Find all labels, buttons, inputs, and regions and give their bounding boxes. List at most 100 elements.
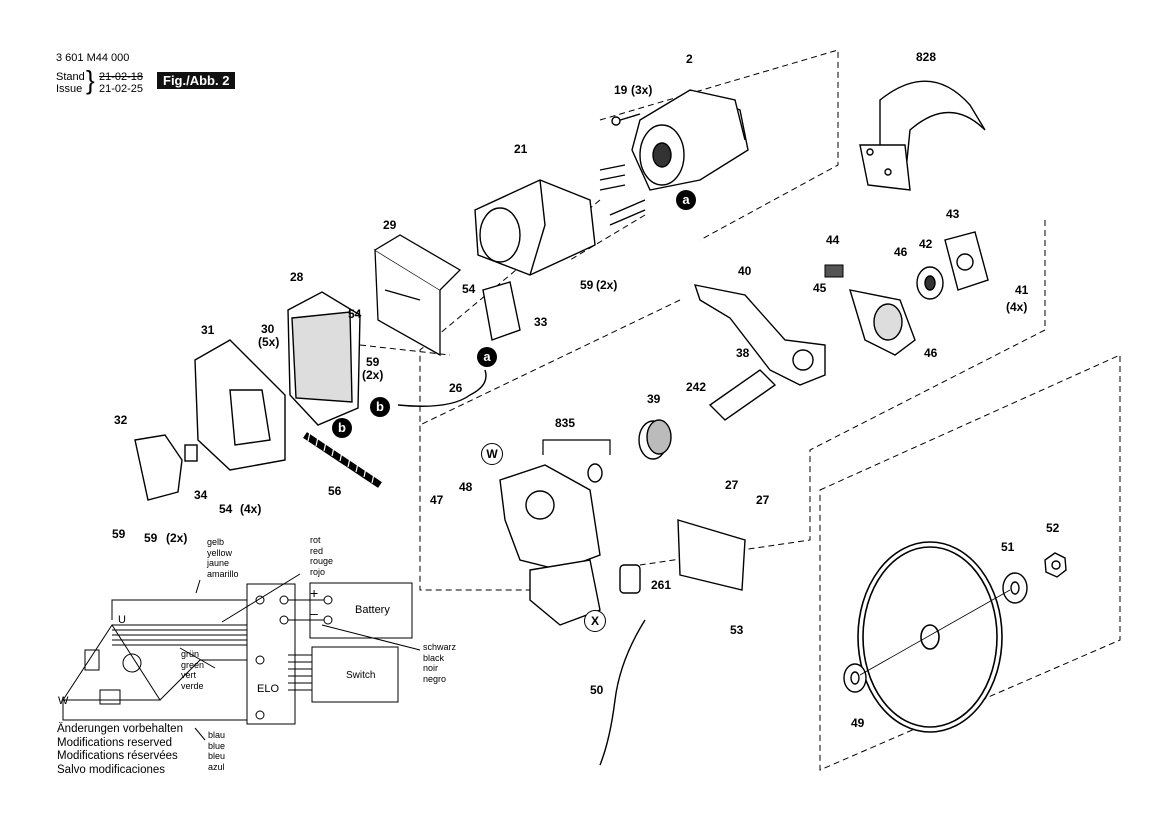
callout-c51: 51 xyxy=(1001,540,1015,554)
callout-c19q: (3x) xyxy=(631,83,653,97)
callout-c31: 31 xyxy=(201,323,215,337)
callout-c38: 38 xyxy=(736,346,750,360)
callout-c54a: 54 xyxy=(462,282,476,296)
assembly-dashed-lines xyxy=(359,49,1121,771)
callout-c29: 29 xyxy=(383,218,397,232)
callout-c46b: 46 xyxy=(924,346,938,360)
mounting-bracket xyxy=(374,234,462,357)
badge-b-left: b xyxy=(370,397,390,417)
sensor-cable xyxy=(397,369,487,407)
minus-sign: – xyxy=(310,605,318,621)
badge-b-right: b xyxy=(332,418,352,438)
electronics-module xyxy=(287,291,361,426)
callout-c59bq: (2x) xyxy=(596,278,618,292)
callout-c42: 42 xyxy=(919,237,933,251)
callout-c56: 56 xyxy=(328,484,342,498)
badge-a-top: a xyxy=(676,190,696,210)
callout-c34: 34 xyxy=(194,488,208,502)
callout-c41: 41 xyxy=(1015,283,1029,297)
callout-c27b: 27 xyxy=(756,493,770,507)
elo-label: ELO xyxy=(257,683,280,695)
document-number: 3 601 M44 000 xyxy=(56,52,130,64)
gear-39 xyxy=(638,419,672,460)
screw-19 xyxy=(611,113,641,126)
callout-c59aq: (2x) xyxy=(362,368,384,382)
callout-c2: 2 xyxy=(686,52,693,66)
drive-shaft xyxy=(708,369,777,421)
callout-c49: 49 xyxy=(851,716,865,730)
saw-blade xyxy=(857,541,1003,733)
electronics-housing xyxy=(194,339,286,471)
wiring-diagram xyxy=(62,573,421,741)
brace-glyph: } xyxy=(86,65,95,95)
callout-c59dq: (2x) xyxy=(166,531,188,545)
callout-c261: 261 xyxy=(651,578,672,592)
callout-c39: 39 xyxy=(647,392,661,406)
brake-arm xyxy=(848,289,916,356)
callout-c44: 44 xyxy=(826,233,840,247)
callout-c54cq: (4x) xyxy=(240,502,262,516)
callout-c28: 28 xyxy=(290,270,304,284)
bracket-835 xyxy=(542,439,611,455)
callout-c50: 50 xyxy=(590,683,604,697)
callout-c27a: 27 xyxy=(725,478,739,492)
issue-date: 21-02-25 xyxy=(99,83,144,95)
callout-c43: 43 xyxy=(946,207,960,221)
badge-w: W xyxy=(481,443,503,465)
guide-plate xyxy=(677,519,746,591)
battery-label: Battery xyxy=(355,604,390,616)
motor-housing xyxy=(599,89,749,226)
bearing-42 xyxy=(916,266,944,300)
nut-52 xyxy=(1044,552,1067,578)
callout-c59b: 59 xyxy=(580,278,594,292)
callout-c41q: (4x) xyxy=(1006,300,1028,314)
gear-housing xyxy=(499,464,601,626)
flange-51 xyxy=(1002,572,1028,604)
phase-u-label: U xyxy=(118,614,126,626)
callout-c59a: 59 xyxy=(366,355,380,369)
issue-label: Issue xyxy=(56,83,83,95)
badge-a-bottom: a xyxy=(477,347,497,367)
bearing-plate-43 xyxy=(944,231,989,291)
callout-c59d: 59 xyxy=(144,531,158,545)
callout-c242: 242 xyxy=(686,380,707,394)
blade-guard-828 xyxy=(859,80,986,191)
callout-c828: 828 xyxy=(916,50,937,64)
callout-c46a: 46 xyxy=(894,245,908,259)
plus-sign: + xyxy=(310,585,319,601)
callout-c19: 19 xyxy=(614,83,628,97)
callout-c835: 835 xyxy=(555,416,576,430)
callout-c30: 30 xyxy=(261,322,275,336)
callout-c30q: (5x) xyxy=(258,335,280,349)
brush-44 xyxy=(824,264,844,278)
callout-c26: 26 xyxy=(449,381,463,395)
stand-label: Stand xyxy=(56,71,85,83)
switch-label: Switch xyxy=(346,670,376,681)
bushing-835 xyxy=(587,463,603,483)
adjustment-lever xyxy=(693,284,826,386)
stator xyxy=(474,179,596,276)
phase-w-label: W xyxy=(58,695,69,707)
corrugated-hose xyxy=(303,432,382,488)
stand-date-old: 21-02-18 xyxy=(99,71,144,83)
callout-c48: 48 xyxy=(459,480,473,494)
callout-c52: 52 xyxy=(1046,521,1060,535)
callout-c45: 45 xyxy=(813,281,827,295)
callout-c40: 40 xyxy=(738,264,752,278)
callout-c32: 32 xyxy=(114,413,128,427)
figure-label: Fig./Abb. 2 xyxy=(157,72,236,89)
cable-clip xyxy=(482,281,521,341)
flange-49 xyxy=(843,663,867,693)
callout-c53: 53 xyxy=(730,623,744,637)
callout-c21: 21 xyxy=(514,142,528,156)
callout-c33: 33 xyxy=(534,315,548,329)
sleeve-261 xyxy=(619,564,641,594)
switch-cover xyxy=(134,434,198,501)
badge-x: X xyxy=(584,610,606,632)
